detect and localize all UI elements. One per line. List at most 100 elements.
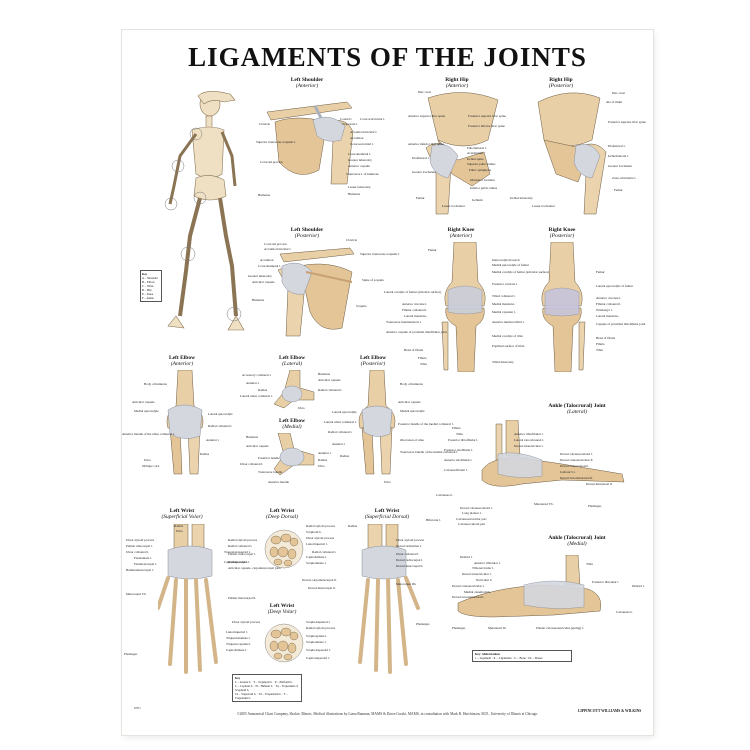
label: Lateral epicondyle of femur — [596, 284, 633, 288]
label: Femur — [428, 248, 437, 252]
label: Lateral epicondyle — [208, 412, 233, 416]
label: Ulnar collateral l. — [126, 550, 150, 554]
label: Olecranon of ulna — [400, 438, 424, 442]
label: Anterior capsule — [348, 164, 370, 168]
plate-title: Right Knee — [447, 227, 475, 233]
plate-title-left-shoulder-posterior: Left Shoulder (Posterior) — [252, 227, 362, 239]
label: Medial condyle of femur (articular surfa… — [492, 270, 550, 274]
label: Lateral meniscus — [404, 314, 427, 318]
label: Fibula — [452, 426, 461, 430]
label: Phalanges — [452, 626, 466, 630]
label: Ulna — [144, 458, 151, 462]
label: Radial styloid process — [306, 626, 336, 630]
label: Acromion — [260, 258, 274, 262]
label: Ulnar collateral l. — [240, 462, 264, 466]
illustration-right-hip-anterior — [418, 90, 508, 215]
carpal-key-item: C – Capitate b. — [235, 684, 253, 688]
label: Metatarsal Ib. — [488, 626, 507, 630]
illustration-left-elbow-lateral — [270, 370, 315, 410]
label: Annular l. — [318, 451, 332, 455]
label: Posterior cruciate l. — [492, 282, 518, 286]
illustration-right-hip-posterior — [530, 90, 610, 215]
copyright-footer: ©2005 Anatomical Chart Company, Skokie, … — [236, 712, 539, 716]
label: Annular l. — [246, 381, 260, 385]
label: Iliofemoral l. — [412, 156, 430, 160]
illustration-wrist-superficial-dorsal — [352, 524, 422, 674]
label: Calcaneus b. — [616, 610, 633, 614]
label: Ulna — [384, 480, 391, 484]
label: Ulna — [176, 529, 183, 533]
label: Ischial tuberosity — [510, 196, 533, 200]
illustration-wrist-superficial-volar — [158, 524, 228, 674]
plate-title: Ankle (Talocrural) Joint — [548, 535, 606, 541]
label: Articular capsule, carpometacarpal joint — [228, 566, 281, 570]
plate-title: Left Wrist — [269, 508, 295, 514]
label: Tibial collateral l. — [492, 294, 516, 298]
label: Acromioclavicular l. — [350, 130, 378, 134]
label: Radius — [258, 388, 268, 392]
label: Oblique cord — [142, 464, 160, 468]
plate-title-right-hip-posterior: Right Hip (Posterior) — [506, 77, 616, 89]
label: Wrisberg's l. — [596, 308, 613, 312]
label: Head of fibula — [404, 348, 424, 352]
abbreviations-heading: Key: Abbreviations — [475, 652, 500, 656]
illustration-right-knee-posterior — [537, 242, 587, 372]
skeleton-key-item: E – Knee — [142, 292, 154, 296]
label: Dorsal carpometacarpal ll. — [302, 578, 337, 582]
plate-title-right-knee-posterior: Right Knee (Posterior) — [507, 227, 617, 239]
label: Metatarsal Vb. — [534, 502, 554, 506]
carpal-key-item: L – Lunate b. — [235, 680, 252, 684]
label: Radial collateral l. — [328, 430, 353, 434]
label: Deltoid l. — [632, 584, 645, 588]
label: Lesser trochanter — [442, 204, 465, 208]
plate-title-left-elbow-medial: Left Elbow (Medial) — [237, 418, 347, 430]
label: Ulnar collateral l. — [396, 552, 420, 556]
carpal-key: Key L – Lunate b. · S – Scaphoid b. · P … — [232, 674, 302, 702]
label: Acetabulum — [467, 151, 484, 155]
abbreviation-item: ll. – Ligaments — [493, 656, 512, 660]
label: Radial collateral l. — [312, 550, 337, 554]
label: Dorsal metatarsal ll. — [586, 482, 613, 486]
plate-subtitle: (Posterior) — [360, 361, 386, 367]
label: Iliac crest — [612, 91, 625, 95]
label: Radial styloid process — [228, 538, 258, 542]
plate-subtitle: (Lateral) — [567, 409, 587, 415]
plate-subtitle: (Anterior) — [449, 233, 473, 239]
label: Fibula — [596, 342, 605, 346]
label: Pisometacarpal l. — [134, 562, 157, 566]
illustration-left-shoulder-anterior — [257, 92, 367, 187]
label: Femur — [596, 270, 605, 274]
label: Dorsal radiocarpal l. — [396, 558, 424, 562]
carpal-key-item: S – Scaphoid b. — [253, 680, 273, 684]
label: Anterior bundle of the ulnar collateral … — [122, 432, 175, 436]
label: Obturator foramen — [470, 178, 495, 182]
label: Capsule of proximal tibiofibular joint — [596, 322, 646, 326]
label: Medial meniscus — [492, 302, 515, 306]
skeleton-key: Key A – Shoulder B – Elbow C – Wrist D –… — [140, 270, 162, 302]
label: Radius — [340, 454, 350, 458]
label: Trapezoid l. — [342, 122, 358, 126]
plate-subtitle: (Superficial Volar) — [161, 514, 203, 520]
label: Coracohumeral l. — [348, 152, 371, 156]
label: Capitohamate l. — [226, 648, 247, 652]
abbreviation-item: bb. – Bones — [528, 656, 543, 660]
label: Anterior meniscotibial l. — [492, 320, 525, 324]
label: Ulna — [298, 406, 305, 410]
label: Dorsal tarsometatarsal l. — [452, 595, 485, 599]
label: Femur — [416, 196, 425, 200]
label: Medial capsular l. — [492, 310, 516, 314]
label: Clavicle — [346, 238, 357, 242]
label: Ulnar styloid process — [232, 620, 261, 624]
label: Calcaneonavicular part — [456, 517, 487, 521]
skeleton-illustration — [164, 91, 245, 331]
label: Medial epicondyle — [134, 409, 159, 413]
illustration-left-shoulder-posterior — [270, 242, 360, 337]
plate-title: Right Hip — [549, 77, 573, 83]
label: Body of humerus — [400, 382, 423, 386]
abbreviation-item: l. – Ligament — [475, 656, 492, 660]
label: Posterior tibiotalar l. — [592, 580, 620, 584]
label: Tibia — [596, 348, 603, 352]
plate-title: Ankle (Talocrural) Joint — [548, 403, 606, 409]
label: Dorsal calcaneocuboid l. — [560, 452, 593, 456]
label: Anterior cruciate l. — [402, 302, 427, 306]
